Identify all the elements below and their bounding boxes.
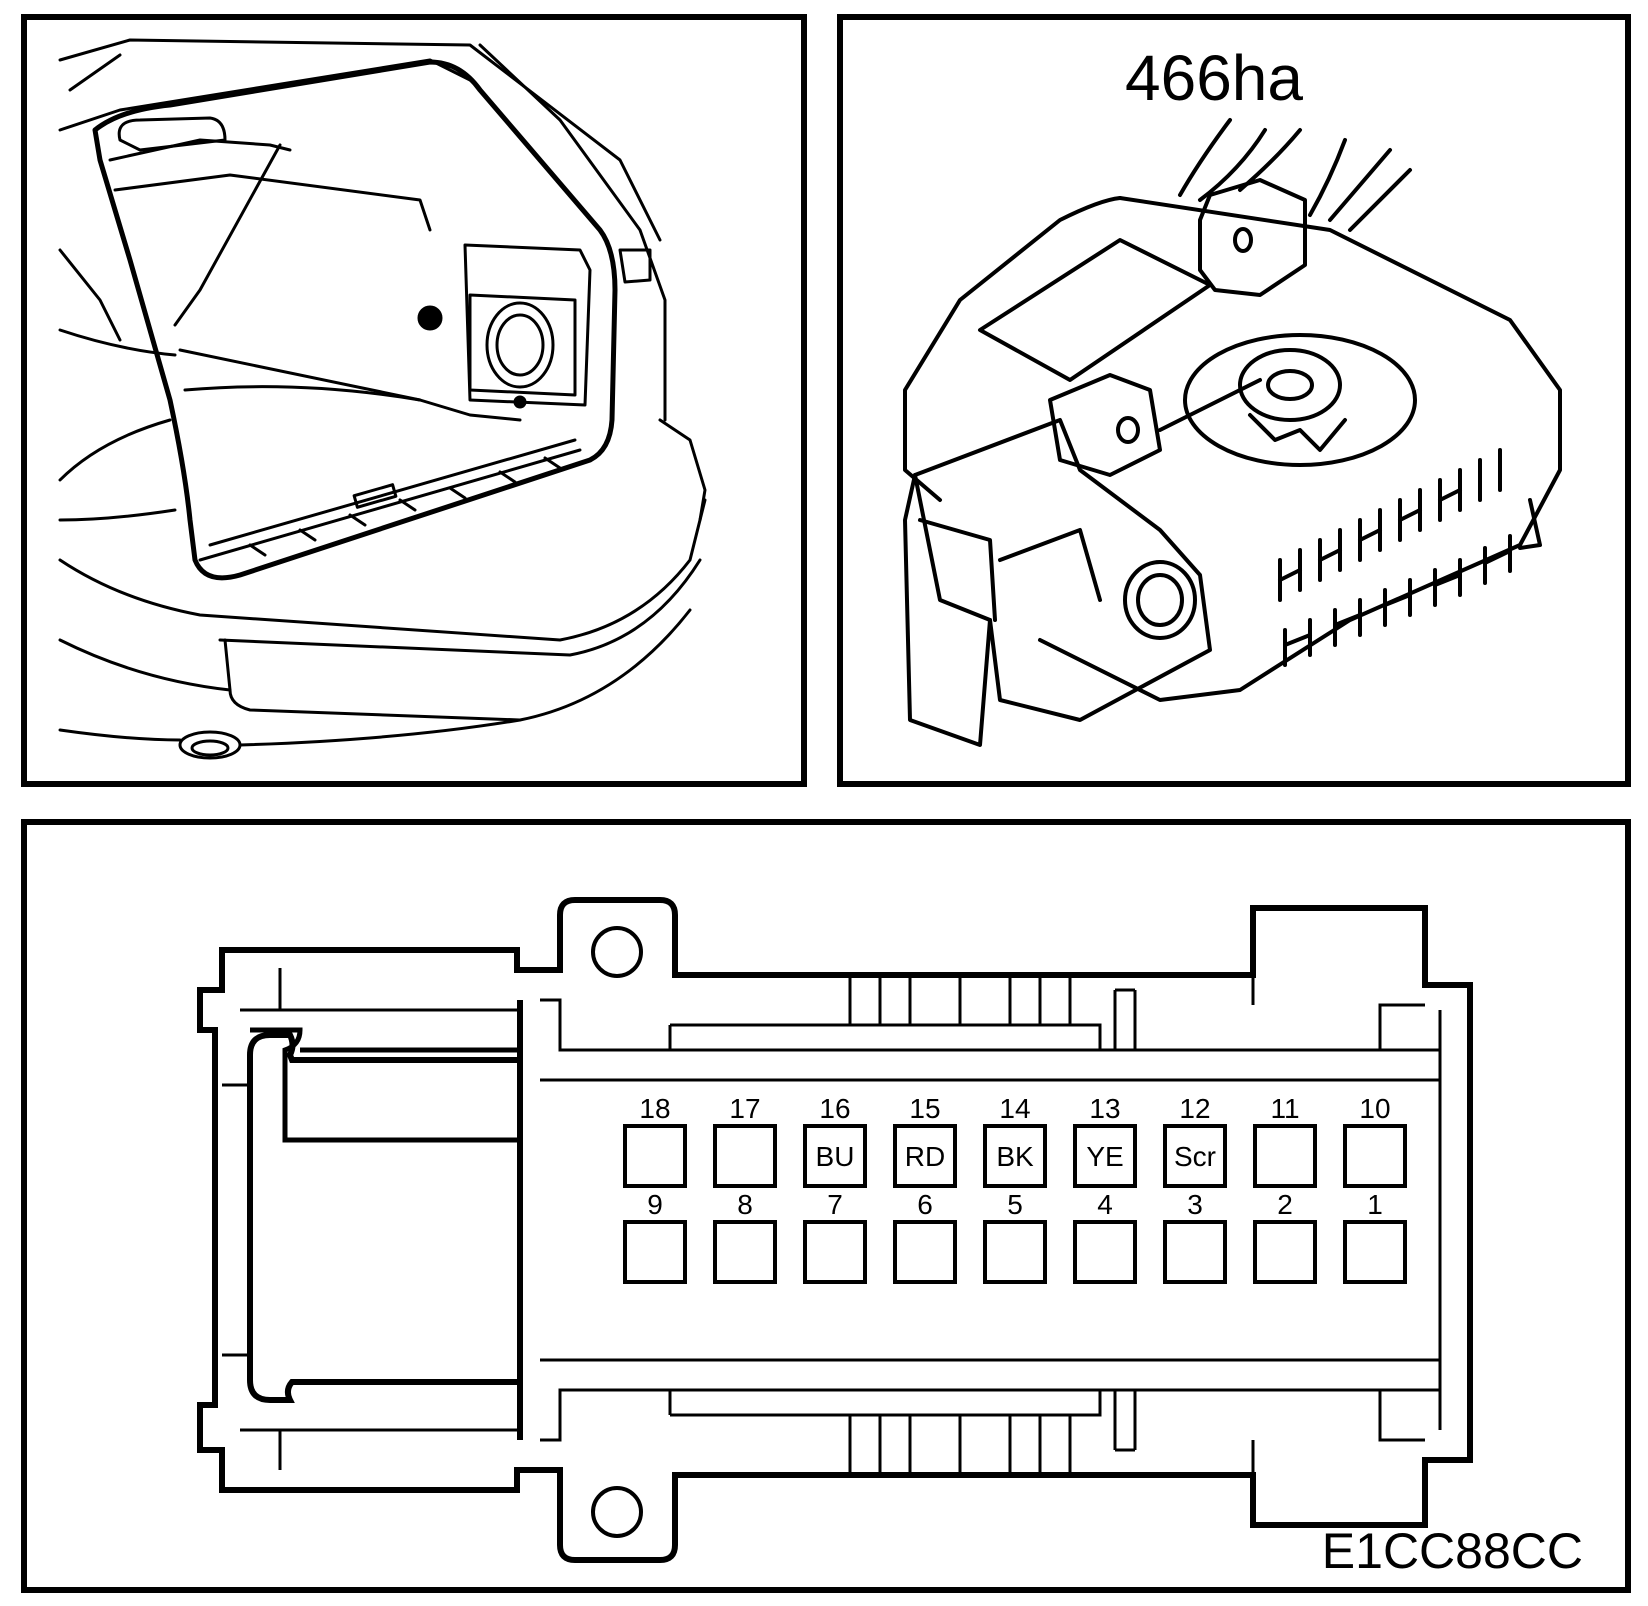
pin-number-18: 18 — [639, 1093, 670, 1124]
trunk-panel-frame — [21, 14, 807, 787]
pin-number-7: 7 — [827, 1189, 843, 1220]
pin-cavity-18 — [623, 1124, 687, 1188]
pin-number-4: 4 — [1097, 1189, 1113, 1220]
wire-color-15: RD — [905, 1141, 945, 1172]
connector-face-outline — [197, 897, 1473, 1563]
pin-cavity-5 — [983, 1220, 1047, 1284]
pinout-panel-frame — [21, 819, 1631, 1593]
pin-number-6: 6 — [917, 1189, 933, 1220]
pin-number-11: 11 — [1270, 1093, 1299, 1124]
trunk-view-panel — [21, 14, 807, 787]
pin-number-12: 12 — [1179, 1093, 1210, 1124]
wire-color-14: BK — [996, 1141, 1034, 1172]
pin-number-2: 2 — [1277, 1189, 1293, 1220]
pin-cavity-12 — [1163, 1124, 1227, 1188]
pin-number-17: 17 — [729, 1093, 760, 1124]
pin-cavity-6 — [893, 1220, 957, 1284]
pin-cavity-17 — [713, 1124, 777, 1188]
connector-3d-illustration — [903, 118, 1562, 747]
pin-number-8: 8 — [737, 1189, 753, 1220]
pin-cavity-11 — [1253, 1124, 1317, 1188]
wire-color-13: YE — [1086, 1141, 1123, 1172]
figure-code: E1CC88CC — [1322, 1523, 1583, 1579]
car-rear-illustration — [58, 38, 707, 760]
pin-cavity-8 — [713, 1220, 777, 1284]
pin-cavity-16 — [803, 1124, 867, 1188]
pin-cavity-7 — [803, 1220, 867, 1284]
pin-cavity-9 — [623, 1220, 687, 1284]
pin-cavity-14 — [983, 1124, 1047, 1188]
pin-cavity-13 — [1073, 1124, 1137, 1188]
pin-cavity-3 — [1163, 1220, 1227, 1284]
connector-label: 466ha — [1125, 42, 1303, 114]
pin-number-13: 13 — [1089, 1093, 1120, 1124]
pin-number-1: 1 — [1367, 1189, 1383, 1220]
pin-cavity-10 — [1343, 1124, 1407, 1188]
pin-number-10: 10 — [1359, 1093, 1390, 1124]
connector-panel-frame — [837, 14, 1631, 787]
pin-number-9: 9 — [647, 1189, 663, 1220]
pin-cavity-4 — [1073, 1220, 1137, 1284]
pin-number-5: 5 — [1007, 1189, 1023, 1220]
pin-cavity-1 — [1343, 1220, 1407, 1284]
pin-number-14: 14 — [999, 1093, 1030, 1124]
pin-number-15: 15 — [909, 1093, 940, 1124]
pin-number-16: 16 — [819, 1093, 850, 1124]
pin-cavity-2 — [1253, 1220, 1317, 1284]
wire-color-16: BU — [816, 1141, 855, 1172]
pin-cavity-15 — [893, 1124, 957, 1188]
pin-number-3: 3 — [1187, 1189, 1203, 1220]
wire-color-12: Scr — [1174, 1141, 1216, 1172]
connector-view-panel: 466ha — [837, 14, 1631, 787]
